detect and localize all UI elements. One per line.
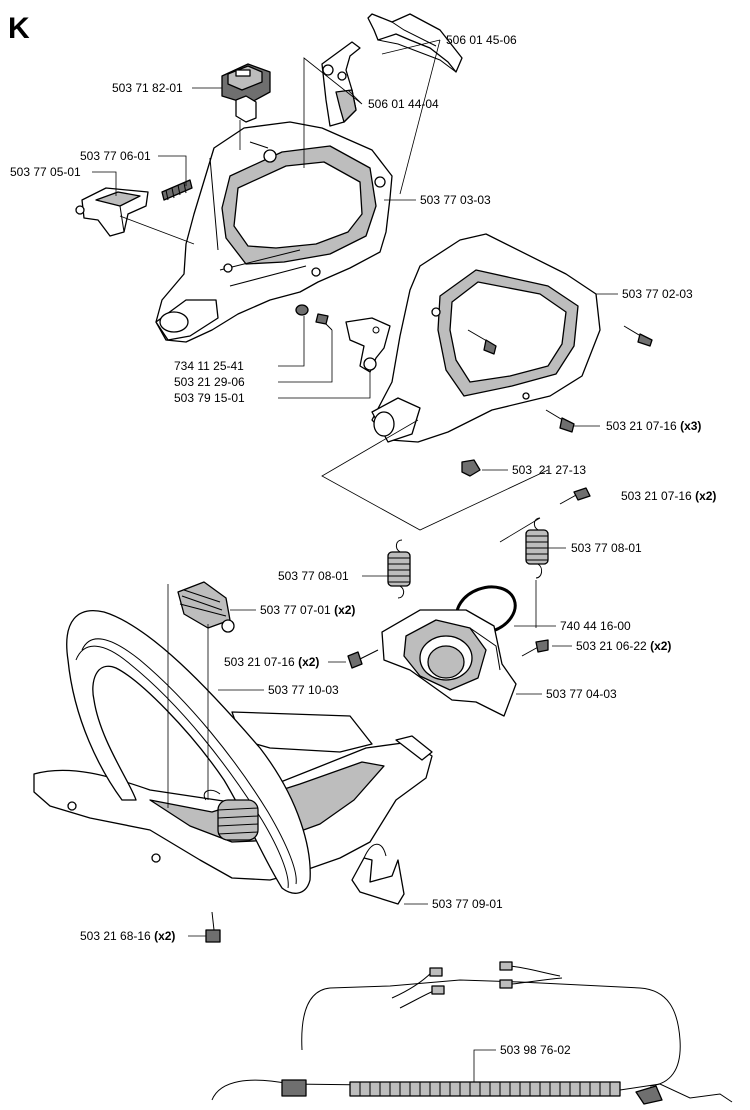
part-label: 503 71 82-01 <box>112 81 183 95</box>
throttle-cover-drawing <box>321 41 361 127</box>
part-label: 503 98 76-02 <box>500 1043 571 1057</box>
part-label: 503 77 06-01 <box>80 149 151 163</box>
part-label: 503 21 06-22 (x2) <box>576 639 671 653</box>
vibration-mount-drawing <box>381 609 517 717</box>
clip-drawing <box>351 843 405 905</box>
part-label: 503 77 08-01 <box>571 541 642 555</box>
part-label: 503 21 27-13 <box>512 463 586 477</box>
switch-drawing <box>221 63 271 123</box>
screw-drawings <box>205 304 653 943</box>
part-label: 506 01 44-04 <box>368 97 439 111</box>
front-handle-housing-drawing <box>371 233 601 443</box>
part-label: 503 77 07-01 (x2) <box>260 603 355 617</box>
handle-spring-drawing <box>177 581 235 633</box>
part-label: 503 21 68-16 (x2) <box>80 929 175 943</box>
spring-right-drawing <box>525 517 549 579</box>
part-labels: 506 01 45-06 506 01 44-04 503 71 82-01 5… <box>10 33 716 1057</box>
part-label: 503 21 29-06 <box>174 375 245 389</box>
trigger-drawing <box>75 187 149 237</box>
part-label: 740 44 16-00 <box>560 619 631 633</box>
part-label: 503 77 05-01 <box>10 165 81 179</box>
rear-handle-housing-drawing <box>155 121 393 343</box>
part-label: 503 77 09-01 <box>432 897 503 911</box>
part-label: 503 77 04-03 <box>546 687 617 701</box>
section-letter: K <box>8 12 30 45</box>
part-label: 734 11 25-41 <box>174 359 244 373</box>
part-label: 506 01 45-06 <box>446 33 517 47</box>
part-label: 503 79 15-01 <box>174 391 245 405</box>
throttle-cable-drawing <box>211 961 733 1105</box>
part-label: 503 77 10-03 <box>268 683 339 697</box>
part-label: 503 21 07-16 (x2) <box>621 489 716 503</box>
small-bracket-drawing <box>345 317 391 373</box>
leader-lines <box>92 39 618 1082</box>
part-label: 503 77 08-01 <box>278 569 349 583</box>
part-label: 503 21 07-16 (x3) <box>606 419 701 433</box>
handle-bottom-spring-drawing <box>203 789 259 841</box>
bracket-part-drawing <box>367 13 463 73</box>
spring-left-drawing <box>387 539 411 599</box>
part-label: 503 77 02-03 <box>622 287 693 301</box>
part-label: 503 21 07-16 (x2) <box>224 655 319 669</box>
part-label: 503 77 03-03 <box>420 193 491 207</box>
small-spring-drawing <box>161 179 193 201</box>
